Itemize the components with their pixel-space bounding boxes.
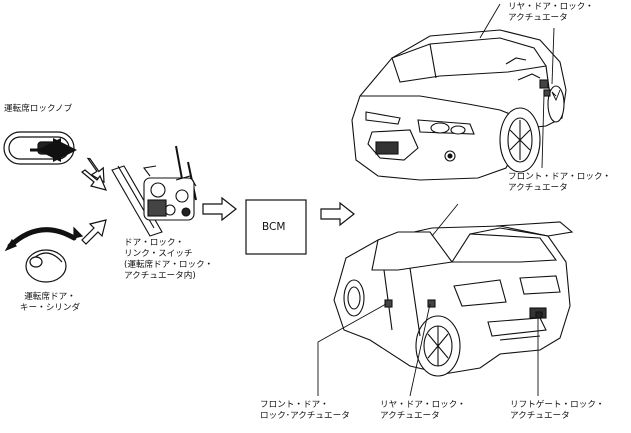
leader-front-door-right — [551, 27, 555, 85]
label-rear-door-lock-actuator-top: リヤ・ドア・ロック・ アクチュエータ — [508, 2, 594, 23]
leader-rear-door-top — [479, 3, 501, 39]
hollow-arrow-bcm-to-cars — [320, 201, 355, 227]
label-liftgate-lock-actuator: リフトゲート・ロック・ アクチュエータ — [510, 400, 605, 421]
label-front-door-lock-actuator-bottom: フロント・ドア・ ロック･アクチュエータ — [260, 400, 350, 421]
bcm-box — [245, 199, 307, 255]
hollow-arrow-key-to-lock — [81, 219, 107, 245]
hollow-arrow-lock-to-bcm — [202, 196, 237, 222]
label-front-door-lock-actuator-right: フロント・ドア・ロック・ アクチュエータ — [508, 172, 611, 193]
leader-rear-car-top — [431, 203, 459, 237]
label-driver-lock-knob: 運転席ロックノブ — [4, 104, 73, 114]
leader-front-door-bottom — [317, 303, 387, 396]
hollow-arrow-knob-down — [80, 169, 108, 191]
label-door-lock-link-switch: ドア・ロック・ リンク・スイッチ (運転席ドア・ロック・ アクチュエータ内) — [124, 238, 214, 281]
leader-rear-door-bottom — [409, 303, 431, 397]
key-cylinder-illustration — [4, 226, 84, 283]
lock-knob-illustration — [3, 131, 77, 165]
front-car-illustration — [351, 29, 567, 181]
rear-car-illustration — [333, 221, 574, 377]
leader-lines — [317, 3, 561, 397]
label-driver-key-cylinder: 運転席ドア・ キー・シリンダ — [19, 292, 81, 313]
label-rear-door-lock-actuator-bottom: リヤ・ドア・ロック・ アクチュエータ — [380, 400, 466, 421]
door-lock-actuator-illustration — [111, 145, 197, 237]
bcm-label: BCM — [262, 221, 286, 233]
leader-front-door-right-b — [541, 93, 545, 169]
